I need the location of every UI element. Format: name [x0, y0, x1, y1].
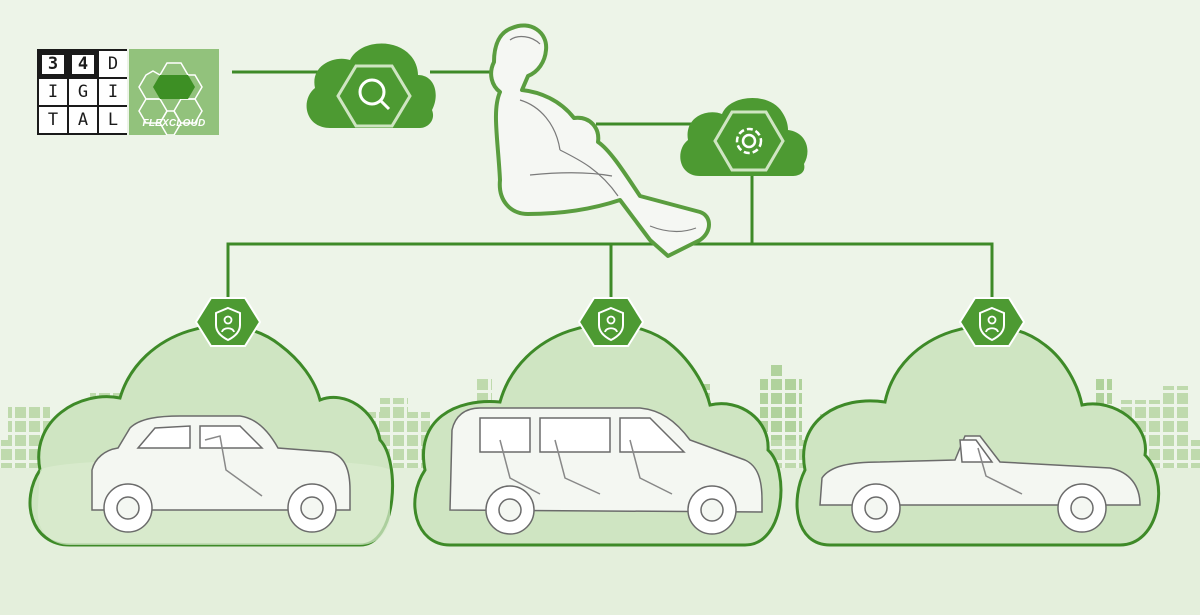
- flexcloud-tile: FLEXCLOUD: [129, 49, 219, 135]
- person-figure: [489, 23, 711, 258]
- user-shield-icon: [194, 297, 262, 347]
- logo-cell: T: [39, 107, 67, 133]
- logo-cell: A: [69, 107, 97, 133]
- logo-cell: I: [39, 79, 67, 105]
- vehicle-van: [449, 407, 763, 535]
- logo-cell: 3: [39, 51, 67, 77]
- logo-cell: L: [99, 107, 127, 133]
- user-shield-icon: [577, 297, 645, 347]
- hexagon-cluster-icon: [138, 62, 203, 135]
- logo-cell: D: [99, 51, 127, 77]
- logo-cell: I: [99, 79, 127, 105]
- vehicle-hatchback: [91, 415, 351, 533]
- vehicle-convertible: [819, 435, 1141, 533]
- gear-icon: [735, 127, 763, 155]
- user-shield-icon: [958, 297, 1026, 347]
- logo-cell: 4: [69, 51, 97, 77]
- connector-lines: [226, 70, 994, 300]
- gear-cloud: [680, 97, 808, 176]
- search-cloud: [306, 43, 436, 129]
- logo-cell: G: [69, 79, 97, 105]
- magnifier-icon: [358, 78, 391, 111]
- person-details: [509, 35, 697, 233]
- product-name: FLEXCLOUD: [142, 118, 206, 129]
- logo-letter-grid: 3 4 D I G I T A L: [37, 49, 127, 135]
- brand-logo: 3 4 D I G I T A L FLEXCLOUD: [37, 49, 219, 135]
